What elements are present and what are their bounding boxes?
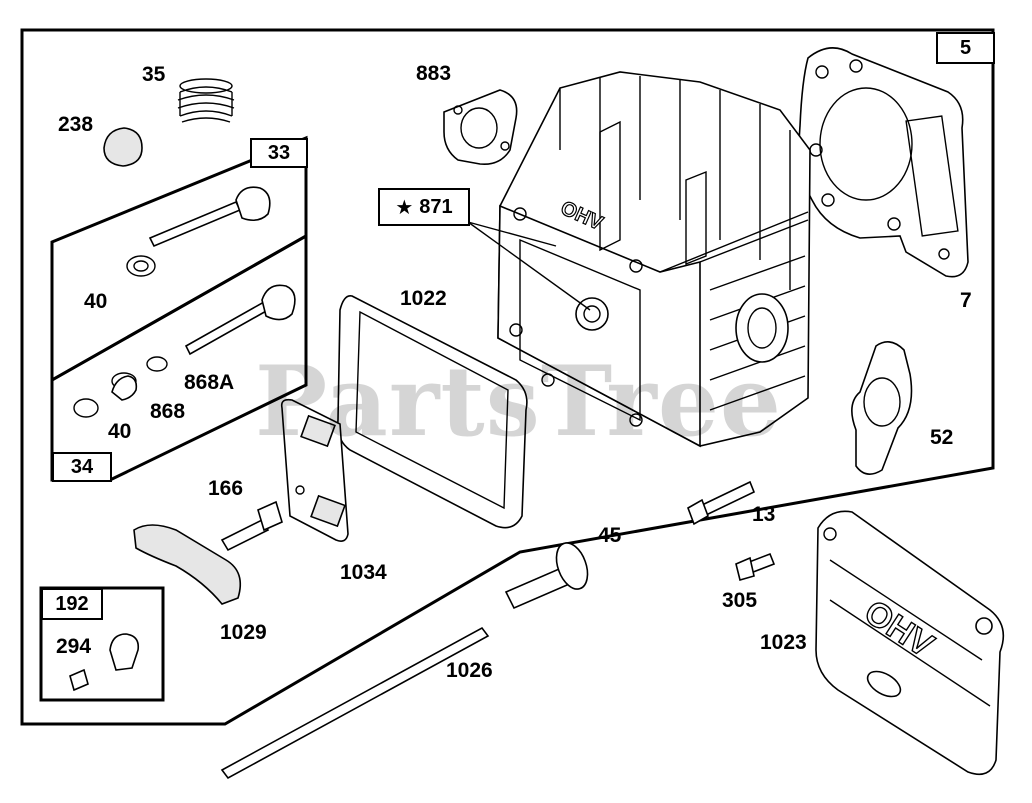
push-rod-guide (504, 542, 589, 610)
breather-stud (220, 500, 283, 552)
part-label-868: 868 (150, 400, 186, 423)
part-label-238: 238 (58, 113, 94, 136)
intake-gasket (443, 89, 518, 166)
part-label-7: 7 (960, 289, 972, 312)
valve-cap (103, 127, 143, 167)
part-label-13: 13 (752, 503, 776, 526)
part-label-294: 294 (56, 635, 92, 658)
callout-leader (467, 221, 557, 247)
part-label-40: 40 (108, 420, 132, 443)
valve-cover (815, 510, 1005, 776)
adjusting-screw (69, 633, 140, 692)
callout-label: 871 (419, 195, 453, 218)
valve-cover-gasket (336, 294, 528, 529)
cylinder-head-gasket (798, 47, 969, 278)
cylinder-head (497, 71, 811, 448)
part-label-45: 45 (598, 524, 622, 547)
group-reference-box: 33 (250, 138, 308, 168)
rocker-arm (133, 524, 242, 605)
part-label-52: 52 (930, 426, 954, 449)
part-label-1026: 1026 (446, 659, 493, 682)
breather-plate (280, 398, 349, 542)
intake-valve (126, 186, 271, 277)
part-label-883: 883 (416, 62, 452, 85)
cover-screw (735, 552, 776, 581)
part-label-35: 35 (142, 63, 166, 86)
callout-box: ★ 871 (378, 188, 470, 226)
part-label-166: 166 (208, 477, 244, 500)
star-icon: ★ (395, 196, 414, 219)
push-rod (220, 626, 490, 780)
head-bolt (687, 480, 756, 526)
valve-spring (177, 78, 235, 123)
part-label-305: 305 (722, 589, 758, 612)
group-reference-box: 34 (52, 452, 112, 482)
exhaust-gasket (851, 341, 913, 475)
exhaust-valve (73, 284, 296, 418)
part-label-1023: 1023 (760, 631, 807, 654)
part-label-868a: 868A (184, 371, 235, 394)
assembly-frame (20, 28, 995, 726)
callout-leader-2 (467, 221, 591, 311)
part-label-1029: 1029 (220, 621, 267, 644)
watermark-text: PartsTree (255, 345, 782, 458)
kit-reference-box: 192 (41, 588, 103, 620)
assembly-reference-box: 5 (936, 32, 995, 64)
part-label-1034: 1034 (340, 561, 387, 584)
part-label-40: 40 (84, 290, 108, 313)
part-label-1022: 1022 (400, 287, 447, 310)
